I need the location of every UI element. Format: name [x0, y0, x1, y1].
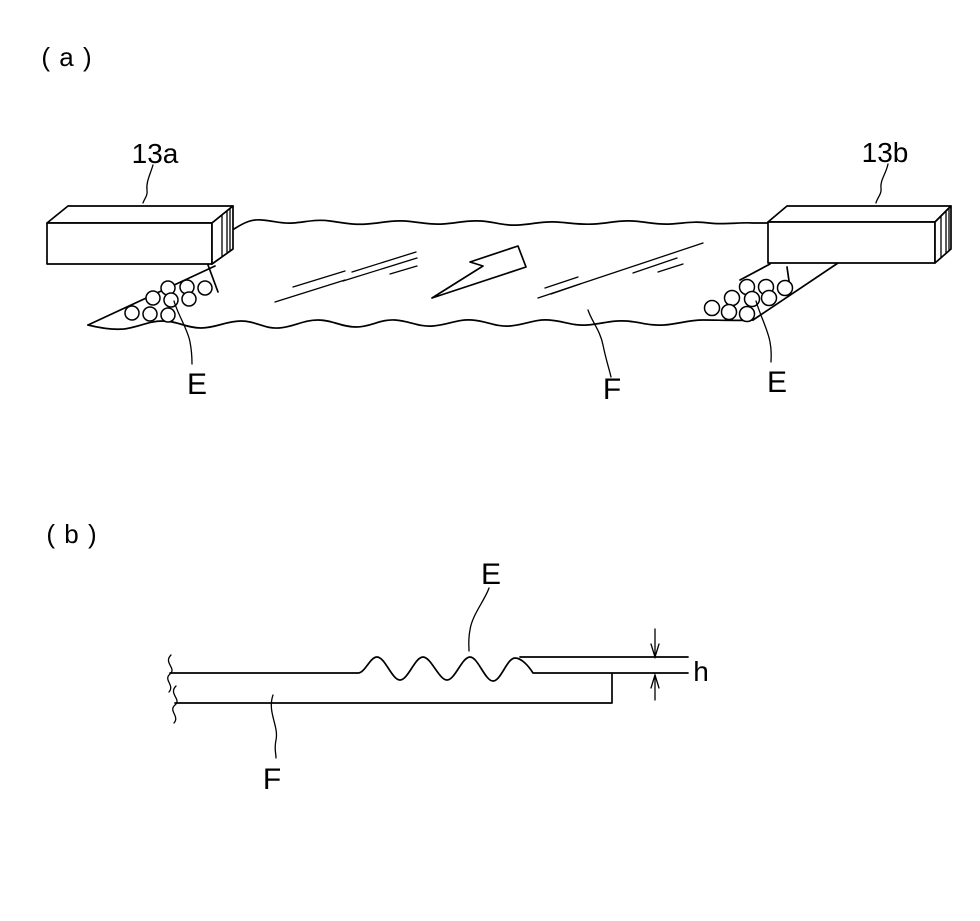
film-section-top-surface	[169, 656, 689, 682]
clamp-13b-label: 13b	[862, 137, 909, 168]
film-section-label: F	[263, 763, 281, 796]
film-top-edge	[233, 218, 769, 230]
emboss-right-leader	[755, 300, 772, 363]
film-right-fold-line	[739, 263, 771, 281]
clamp-13a-label: 13a	[132, 138, 179, 169]
sheen-marks-left	[274, 251, 418, 303]
emboss-dots-left	[124, 279, 213, 323]
clamp-13b-top-face	[767, 205, 952, 223]
film-label: F	[603, 373, 621, 406]
film-leader	[587, 309, 612, 378]
panel-b-label: ( b )	[46, 519, 97, 549]
figure-a: ( a )	[41, 42, 952, 406]
clamp-13b-front-face	[767, 221, 936, 264]
emboss-section-leader	[468, 587, 490, 652]
film-right-corner-fold	[752, 262, 839, 321]
height-dimension-upper-arrowhead	[650, 643, 660, 660]
emboss-right-label: E	[767, 366, 787, 399]
height-dimension: h	[650, 628, 709, 701]
clamp-13a-front-face	[46, 222, 213, 265]
emboss-left-label: E	[187, 368, 207, 401]
clamp-13b	[767, 205, 952, 264]
film-sheet	[87, 218, 839, 331]
emboss-left-leader	[173, 300, 193, 365]
clamp-13a-top-face	[46, 205, 234, 224]
clamp-13b-leader	[875, 163, 889, 204]
panel-a-label: ( a )	[41, 42, 92, 72]
film-section-bottom-surface	[174, 673, 613, 704]
break-mark-bottom	[172, 685, 178, 724]
film-left-edge-segment	[207, 264, 219, 293]
sheen-marks-right	[537, 242, 704, 299]
clamp-13b-end-hatch	[940, 207, 950, 259]
clamp-13a-leader	[142, 164, 154, 204]
direction-arrow	[431, 245, 527, 299]
clamp-13a	[46, 205, 234, 265]
film-bottom-edge	[87, 319, 754, 331]
emboss-height-label: h	[693, 656, 709, 687]
break-mark-top	[167, 654, 173, 693]
emboss-dots-right	[703, 278, 794, 323]
film-section-leader	[270, 694, 278, 759]
height-dimension-lower-arrowhead	[650, 672, 660, 689]
figure-b: ( b ) h E F	[46, 519, 708, 796]
clamp-13a-end-hatch	[221, 207, 231, 258]
emboss-section-label: E	[481, 558, 501, 591]
